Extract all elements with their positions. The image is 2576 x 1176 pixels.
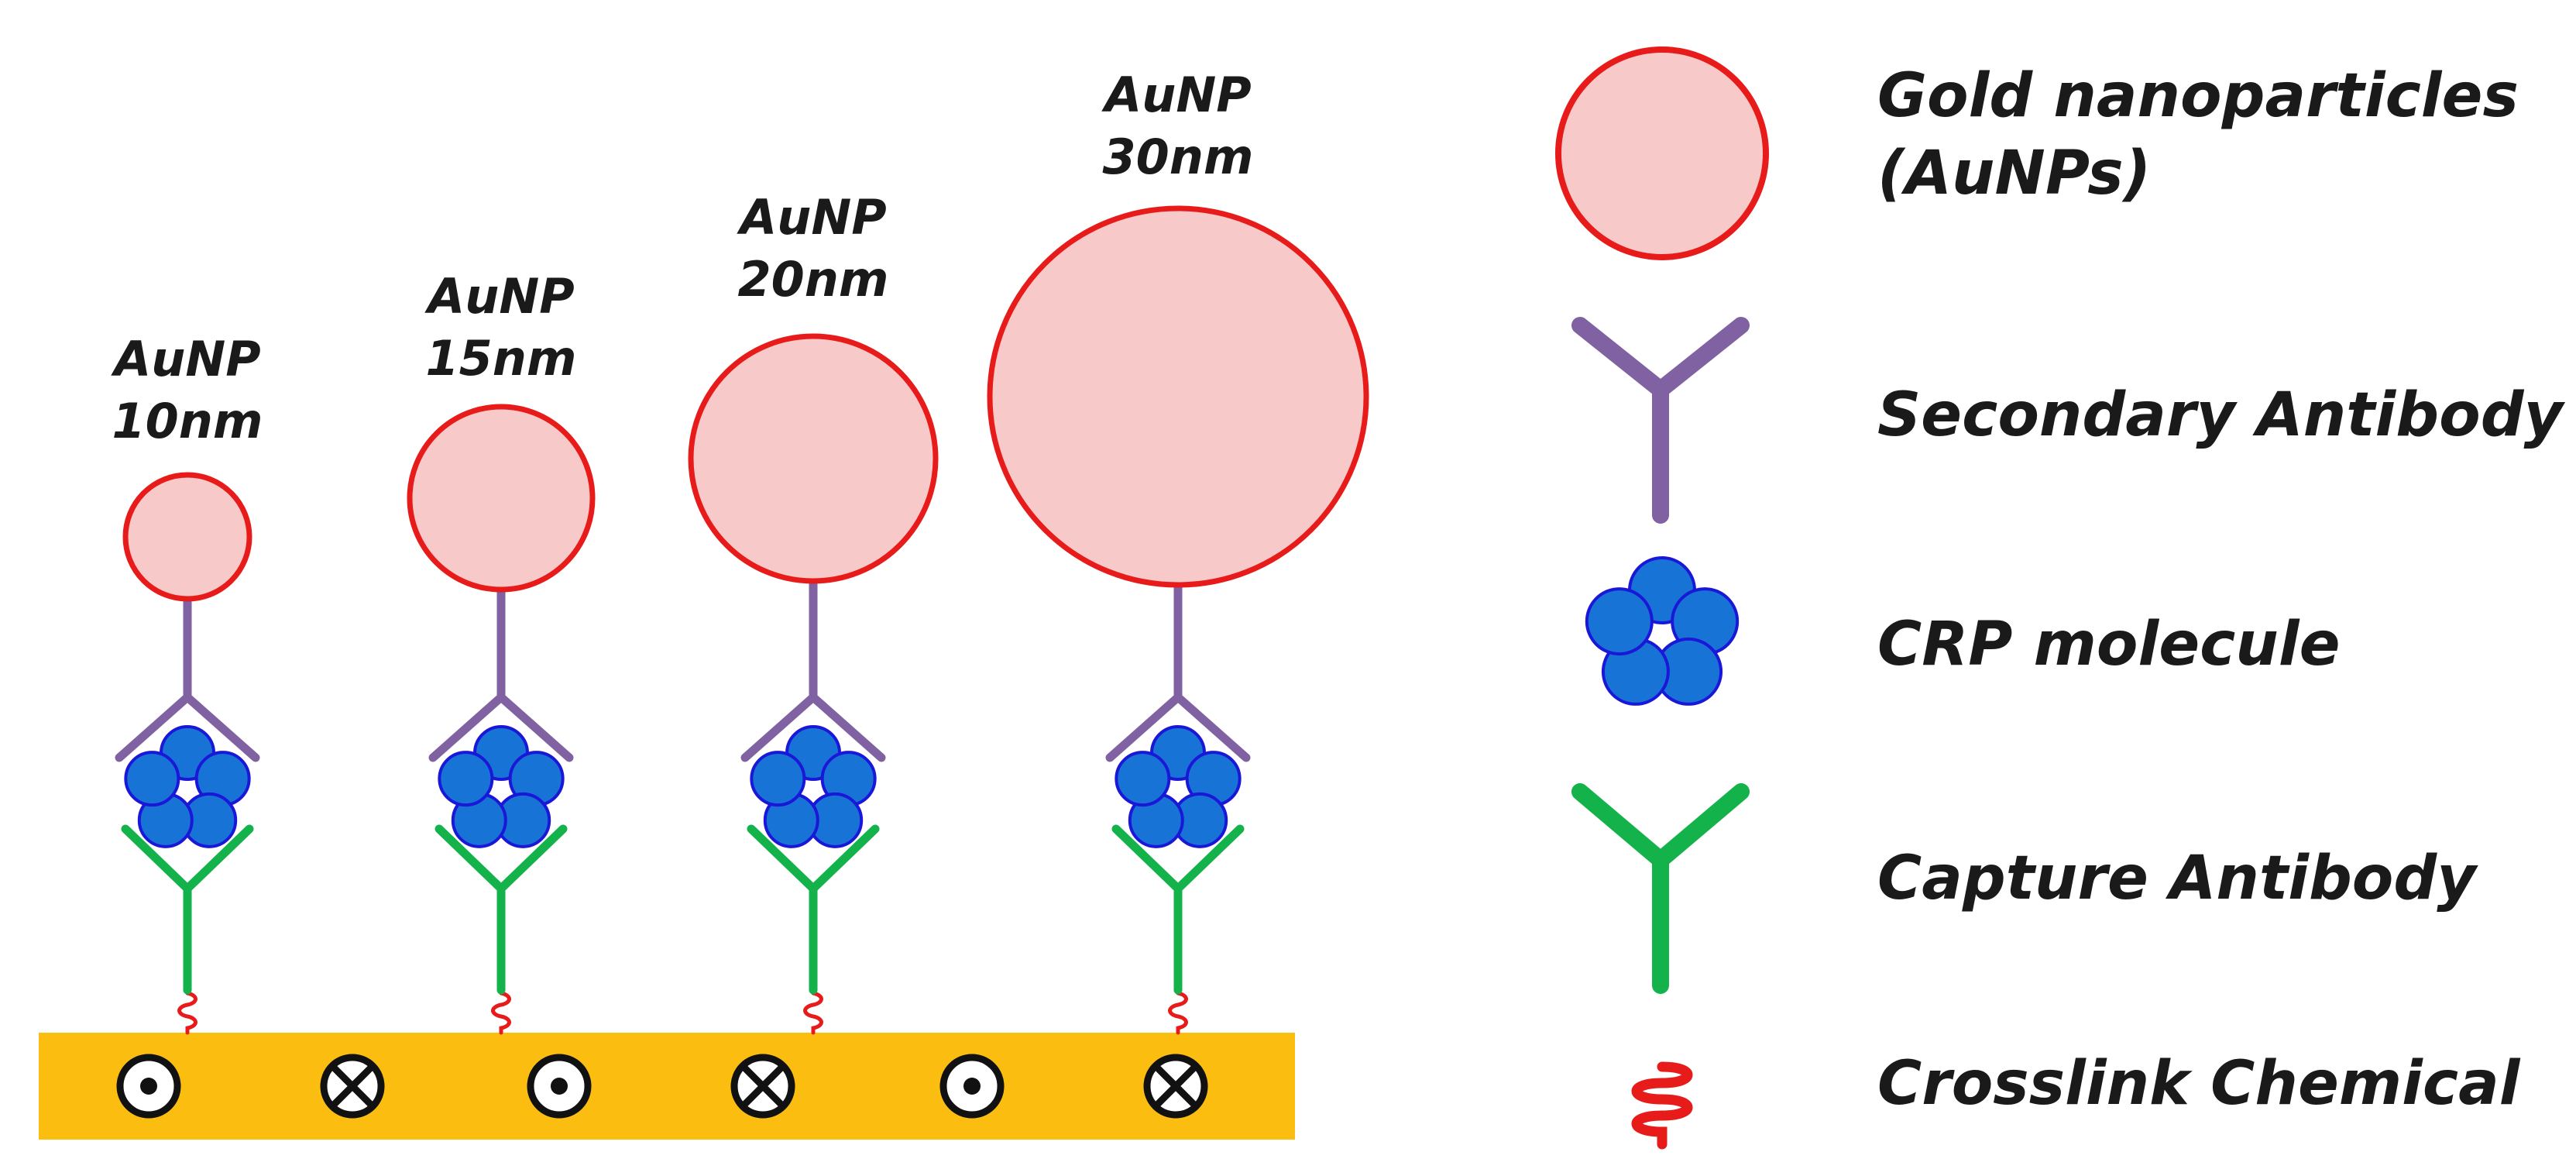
secondary-antibody bbox=[740, 576, 886, 762]
crp-molecule bbox=[750, 725, 877, 848]
np-20-label-line2: 20nm bbox=[737, 251, 888, 308]
legend-crosslink-icon bbox=[1631, 1061, 1693, 1150]
crp-molecule bbox=[438, 725, 565, 848]
np-30-label-line1: AuNP bbox=[1101, 67, 1251, 123]
cross-in-circle-icon-cross bbox=[1153, 1064, 1198, 1109]
crp-subunit bbox=[438, 751, 494, 807]
capture-antibody bbox=[121, 824, 254, 995]
substrate bbox=[39, 1033, 1295, 1140]
dot-in-circle-icon-center bbox=[963, 1078, 981, 1095]
crosslink-chemical bbox=[491, 991, 511, 1035]
legend-secondary-antibody-label: Secondary Antibody bbox=[1877, 380, 2566, 450]
substrate-symbols bbox=[116, 1054, 1208, 1119]
legend-crp-pentamer bbox=[1585, 556, 1740, 706]
gold-nanoparticle-30nm bbox=[987, 205, 1369, 588]
gold-nanoparticle-15nm bbox=[407, 404, 596, 593]
np-10-label-line2: 10nm bbox=[112, 393, 263, 449]
legend-nanoparticle-icon bbox=[1555, 46, 1769, 260]
np-30-label-line2: 30nm bbox=[1102, 129, 1253, 185]
capture-antibody bbox=[747, 824, 880, 995]
legend-crp-molecule-icon bbox=[1585, 556, 1740, 706]
crosslink-chemical bbox=[177, 991, 197, 1035]
dot-in-circle-icon-center bbox=[551, 1078, 568, 1095]
legend-gold-nanoparticles-line2: (AuNPs) bbox=[1877, 139, 2151, 208]
crp-subunit bbox=[124, 751, 180, 807]
crp-subunit bbox=[1585, 587, 1654, 656]
cross-in-circle-icon-cross bbox=[740, 1064, 785, 1109]
assay-stack-15nm bbox=[407, 404, 596, 1035]
crp-molecule bbox=[1115, 725, 1242, 848]
cross-in-circle-icon bbox=[730, 1054, 795, 1119]
dot-in-circle-icon-center bbox=[140, 1078, 157, 1095]
substrate-strip bbox=[39, 1033, 1295, 1140]
secondary-antibody bbox=[115, 594, 260, 762]
legend-gold-nanoparticles-line1: Gold nanoparticles bbox=[1877, 61, 2519, 131]
crosslink-chemical bbox=[803, 991, 823, 1035]
secondary-antibody bbox=[1105, 580, 1251, 762]
nanoparticle-labels: AuNP 10nm AuNP 15nm AuNP 20nm AuNP 30nm bbox=[110, 67, 1253, 449]
legend-crosslink-chemical-label: Crosslink Chemical bbox=[1877, 1049, 2521, 1119]
crp-subunit bbox=[750, 751, 806, 807]
dot-in-circle-icon bbox=[527, 1054, 592, 1119]
crosslink-chemical bbox=[1168, 991, 1188, 1035]
legend-crp-molecule-label: CRP molecule bbox=[1877, 610, 2341, 679]
gold-nanoparticle-20nm bbox=[688, 333, 939, 584]
secondary-antibody bbox=[428, 585, 574, 762]
crp-molecule bbox=[124, 725, 251, 848]
cross-in-circle-icon bbox=[1143, 1054, 1208, 1119]
gold-nanoparticle-10nm bbox=[122, 472, 252, 602]
assay-stack-10nm bbox=[115, 472, 260, 1035]
legend-secondary-antibody-icon bbox=[1571, 317, 1750, 524]
assay-stacks bbox=[115, 205, 1369, 1035]
capture-antibody bbox=[1111, 824, 1245, 995]
dot-in-circle-icon bbox=[939, 1054, 1005, 1119]
crp-subunit bbox=[1115, 751, 1171, 807]
np-10-label-line1: AuNP bbox=[110, 331, 260, 387]
capture-antibody bbox=[434, 824, 568, 995]
legend: Gold nanoparticles (AuNPs) Secondary Ant… bbox=[1555, 46, 2566, 1150]
assay-stack-20nm bbox=[688, 333, 939, 1035]
legend-capture-antibody-icon bbox=[1571, 783, 1750, 994]
np-15-label-line1: AuNP bbox=[424, 268, 574, 325]
np-15-label-line2: 15nm bbox=[425, 330, 576, 387]
cross-in-circle-icon-cross bbox=[330, 1064, 375, 1109]
cross-in-circle-icon bbox=[320, 1054, 385, 1119]
dot-in-circle-icon bbox=[116, 1054, 181, 1119]
legend-capture-antibody-label: Capture Antibody bbox=[1877, 844, 2478, 913]
assay-stack-30nm bbox=[987, 205, 1369, 1035]
np-20-label-line1: AuNP bbox=[736, 189, 886, 246]
